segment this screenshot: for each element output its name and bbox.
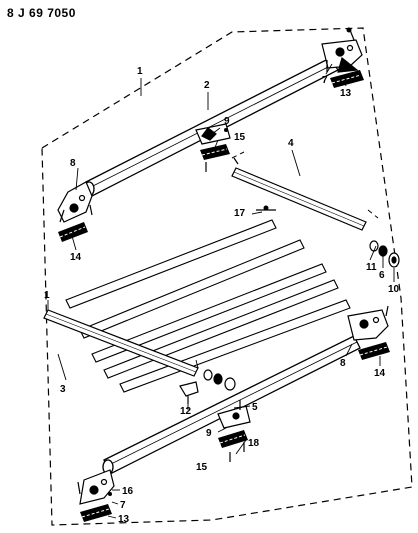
callout-9-top: 9 xyxy=(224,116,230,127)
callout-6: 6 xyxy=(379,270,385,281)
center-bracket-upper xyxy=(195,123,231,145)
callout-8-left: 8 xyxy=(70,158,76,169)
rear-cross-tube xyxy=(231,167,367,231)
center-pad-upper xyxy=(200,144,230,160)
callout-14-left: 14 xyxy=(70,252,82,263)
callout-17: 17 xyxy=(234,208,246,219)
callout-16: 16 xyxy=(122,486,134,497)
lower-left-bracket xyxy=(79,469,115,505)
lower-right-pad xyxy=(358,342,390,360)
center-pad-lower xyxy=(218,430,248,448)
callout-14-right: 14 xyxy=(374,368,386,379)
screw-head-top-right xyxy=(346,27,352,33)
callout-2: 2 xyxy=(204,80,210,91)
leader-lines xyxy=(47,63,395,519)
cross-tube-dashed-box xyxy=(231,151,379,219)
assembly-boundary xyxy=(41,27,413,526)
callout-3: 3 xyxy=(60,384,66,395)
lower-right-bracket xyxy=(347,309,389,341)
document-id: 8 J 69 7050 xyxy=(7,6,76,20)
lower-side-rail xyxy=(102,335,361,475)
roof-bows xyxy=(65,219,351,393)
callout-9-bottom: 9 xyxy=(206,428,212,439)
callout-4: 4 xyxy=(288,138,294,149)
callout-1-left: 1 xyxy=(44,290,50,301)
callout-15-bottom: 15 xyxy=(196,462,208,473)
callout-5: 5 xyxy=(252,402,258,413)
front-tube-fittings xyxy=(203,369,236,391)
callout-11: 11 xyxy=(366,262,377,273)
front-clip xyxy=(179,381,199,404)
center-bracket-lower xyxy=(217,405,251,429)
callout-18: 18 xyxy=(248,438,260,449)
callout-8-right: 8 xyxy=(340,358,346,369)
lower-left-pad xyxy=(80,504,112,522)
callout-13-bottom: 13 xyxy=(118,514,130,525)
end-fittings xyxy=(369,240,400,268)
callout-12: 12 xyxy=(180,406,192,417)
upper-right-bracket xyxy=(321,39,363,73)
callout-7-bottom: 7 xyxy=(120,500,126,511)
upper-left-pad xyxy=(58,222,88,242)
callout-7-top: 7 xyxy=(322,75,328,86)
callout-10: 10 xyxy=(388,284,400,295)
callout-1-top: 1 xyxy=(137,66,143,77)
upper-right-pad xyxy=(330,70,364,88)
upper-left-bracket xyxy=(57,181,93,223)
front-cross-tube xyxy=(43,309,199,377)
callout-13-top: 13 xyxy=(340,88,352,99)
callout-15-top: 15 xyxy=(234,132,246,143)
